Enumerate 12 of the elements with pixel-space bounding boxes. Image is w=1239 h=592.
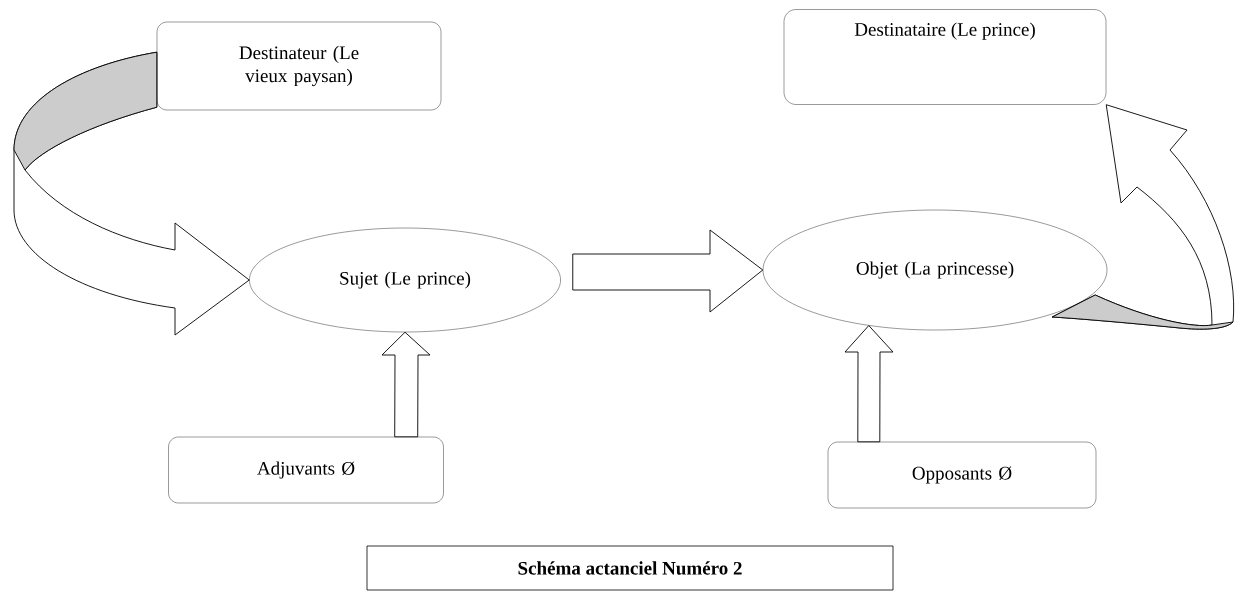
rounded-box: Destinataire (Le prince) — [783, 9, 1107, 105]
rounded-box: Destinateur (Le vieux paysan) — [156, 21, 442, 111]
block-arrow — [381, 331, 431, 438]
rounded-box: Adjuvants Ø — [168, 436, 444, 504]
block-arrow — [572, 229, 764, 313]
ellipse-node: Sujet (Le prince) — [249, 227, 561, 333]
curved-block-arrow — [13, 51, 250, 336]
block-arrow — [844, 325, 894, 443]
ellipse-node: Objet (La princesse) — [762, 209, 1108, 331]
rounded-box: Opposants Ø — [827, 441, 1097, 509]
curved-block-arrow — [1051, 104, 1235, 330]
caption-box: Schéma actanciel Numéro 2 — [366, 545, 894, 591]
